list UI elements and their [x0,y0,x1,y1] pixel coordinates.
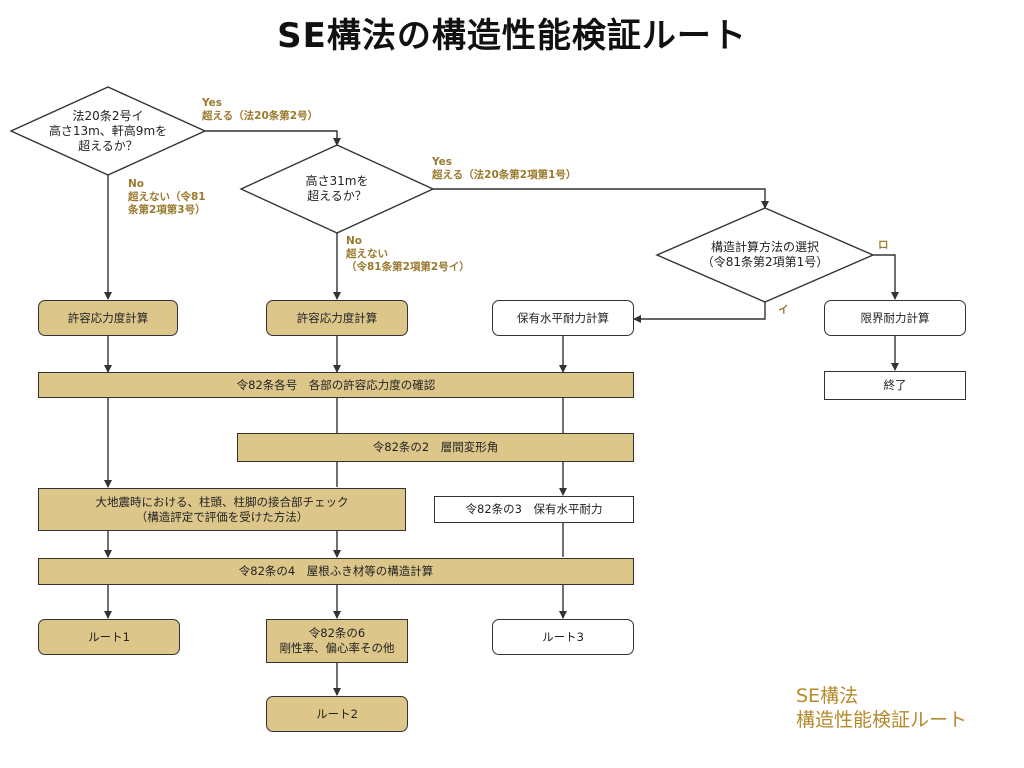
no-label-1: No 超えない（令81 条第2項第3号） [128,178,206,217]
decision-2-line: 高さ31mを [305,174,369,188]
limit-strength-calc-box: 限界耐力計算 [824,300,966,336]
joint-check-box: 大地震時における、柱頭、柱脚の接合部チェック （構造評定で評価を受けた方法） [38,488,406,531]
no-label-1-line: 超えない（令81 [128,191,206,203]
article-82-6-line-2: 剛性率、偏心率その他 [279,641,395,655]
yes-label-2-line: Yes [432,156,453,168]
yes-label-1-line: Yes [202,97,223,109]
decision-1-line: 超えるか？ [78,139,138,153]
article-82-box: 令82条各号 各部の許容応力度の確認 [38,372,634,398]
corner-caption-line-2: 構造性能検証ルート [796,709,968,731]
article-82-3-label: 令82条の3 保有水平耐力 [465,502,603,516]
article-82-2-box: 令82条の2 層間変形角 [237,433,634,462]
end-label: 終了 [883,378,907,392]
article-82-4-box: 令82条の4 屋根ふき材等の構造計算 [38,558,634,585]
corner-caption: SE構法 構造性能検証ルート [796,684,967,732]
article-82-label: 令82条各号 各部の許容応力度の確認 [236,377,436,392]
yes-label-1: Yes 超える（法20条第2号） [202,97,318,123]
allowable-stress-calc-box-1: 許容応力度計算 [38,300,178,336]
yes-label-2-line: 超える（法20条第2項第1号） [432,169,577,181]
article-82-6-box: 令82条の6 剛性率、偏心率その他 [266,619,408,663]
no-label-2: No 超えない （令81条第2項第2号イ） [346,235,470,274]
no-label-1-line: 条第2項第3号） [128,204,206,216]
joint-check-line-1: 大地震時における、柱頭、柱脚の接合部チェック [95,494,349,509]
route-3-label: ルート3 [542,629,584,644]
no-label-1-line: No [128,178,145,190]
decision-3-line: 構造計算方法の選択 [710,240,819,254]
article-82-2-label: 令82条の2 層間変形角 [372,440,499,454]
decision-3-line: （令81条第2項第1号） [701,255,829,269]
no-label-2-line: 超えない [346,248,388,260]
decision-2-line: 超えるか？ [307,189,367,203]
route-1-box: ルート1 [38,619,180,655]
i-label: イ [778,304,789,316]
decision-3-text: 構造計算方法の選択 （令81条第2項第1号） [685,240,845,270]
no-label-2-line: No [346,235,363,247]
horizontal-strength-calc-label: 保有水平耐力計算 [517,310,609,325]
allowable-stress-calc-label-1: 許容応力度計算 [67,310,149,325]
decision-2-text: 高さ31mを 超えるか？ [280,174,394,204]
route-2-label: ルート2 [316,706,358,721]
page-title: SE構法の構造性能検証ルート [277,16,747,56]
allowable-stress-calc-label-2: 許容応力度計算 [296,310,378,325]
route-1-label: ルート1 [88,629,130,644]
yes-label-1-line: 超える（法20条第2号） [202,110,319,122]
decision-1-text: 法20条2号イ 高さ13m、軒高9mを 超えるか？ [38,109,178,154]
article-82-3-box: 令82条の3 保有水平耐力 [434,496,634,523]
no-label-2-line: （令81条第2項第2号イ） [346,261,470,273]
route-2-box: ルート2 [266,696,408,732]
end-box: 終了 [824,371,966,400]
allowable-stress-calc-box-2: 許容応力度計算 [266,300,408,336]
ro-label: ロ [878,239,889,251]
yes-label-2: Yes 超える（法20条第2項第1号） [432,156,576,182]
limit-strength-calc-label: 限界耐力計算 [860,310,930,325]
horizontal-strength-calc-box: 保有水平耐力計算 [492,300,634,336]
article-82-6-line-1: 令82条の6 [308,626,366,640]
decision-1-line: 高さ13m、軒高9mを [48,124,168,138]
route-3-box: ルート3 [492,619,634,655]
article-82-4-label: 令82条の4 屋根ふき材等の構造計算 [238,564,434,578]
decision-1-line: 法20条2号イ [72,109,144,123]
joint-check-line-2: （構造評定で評価を受けた方法） [135,509,309,524]
corner-caption-line-1: SE構法 [796,685,859,707]
